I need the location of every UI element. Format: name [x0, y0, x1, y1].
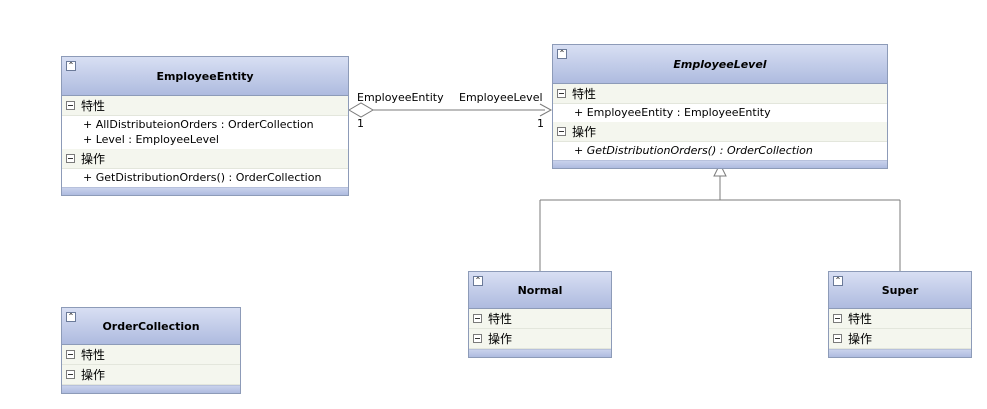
properties-label: 特性 — [81, 99, 106, 113]
class-header[interactable]: ⌃ Super — [829, 272, 971, 309]
association-target-role: EmployeeLevel — [459, 91, 543, 104]
association-source-multiplicity: 1 — [357, 117, 364, 130]
property-item[interactable]: + Level : EmployeeLevel — [83, 133, 219, 146]
operations-section-header[interactable]: 操作 — [62, 149, 348, 169]
minus-box-icon[interactable] — [66, 370, 75, 379]
minus-box-icon[interactable] — [557, 127, 566, 136]
minus-box-icon[interactable] — [473, 334, 482, 343]
class-normal[interactable]: ⌃ Normal 特性 操作 — [468, 271, 612, 358]
operations-label: 操作 — [81, 152, 106, 166]
class-footer — [62, 385, 240, 393]
properties-label: 特性 — [488, 312, 513, 326]
double-chevron-up-icon[interactable]: ⌃ — [473, 276, 483, 286]
double-chevron-up-icon[interactable]: ⌃ — [557, 49, 567, 59]
class-header[interactable]: ⌃ OrderCollection — [62, 308, 240, 345]
operations-section-header[interactable]: 操作 — [62, 365, 240, 385]
class-footer — [553, 160, 887, 168]
minus-box-icon[interactable] — [66, 101, 75, 110]
operations-label: 操作 — [572, 125, 597, 139]
class-employee-level[interactable]: ⌃ EmployeeLevel 特性 + EmployeeEntity : Em… — [552, 44, 888, 169]
operations-list: + GetDistributionOrders() : OrderCollect… — [62, 169, 348, 187]
association-source-role: EmployeeEntity — [357, 91, 444, 104]
operations-list: + GetDistributionOrders() : OrderCollect… — [553, 142, 887, 160]
properties-section-header[interactable]: 特性 — [553, 84, 887, 104]
class-footer — [62, 187, 348, 195]
properties-label: 特性 — [572, 87, 597, 101]
properties-section-header[interactable]: 特性 — [62, 345, 240, 365]
aggregation-diamond-icon — [348, 102, 374, 118]
properties-label: 特性 — [848, 312, 873, 326]
class-super[interactable]: ⌃ Super 特性 操作 — [828, 271, 972, 358]
class-header[interactable]: ⌃ EmployeeLevel — [553, 45, 887, 84]
operations-label: 操作 — [81, 368, 106, 382]
properties-section-header[interactable]: 特性 — [469, 309, 611, 329]
class-title: EmployeeEntity — [156, 69, 254, 83]
class-title: Super — [881, 283, 919, 297]
operation-item[interactable]: + GetDistributionOrders() : OrderCollect… — [574, 144, 813, 157]
minus-box-icon[interactable] — [833, 334, 842, 343]
minus-box-icon[interactable] — [557, 89, 566, 98]
class-order-collection[interactable]: ⌃ OrderCollection 特性 操作 — [61, 307, 241, 394]
operations-section-header[interactable]: 操作 — [469, 329, 611, 349]
class-header[interactable]: ⌃ EmployeeEntity — [62, 57, 348, 96]
operations-label: 操作 — [848, 332, 873, 346]
class-footer — [829, 349, 971, 357]
double-chevron-up-icon[interactable]: ⌃ — [66, 61, 76, 71]
minus-box-icon[interactable] — [66, 350, 75, 359]
operations-label: 操作 — [488, 332, 513, 346]
operation-item[interactable]: + GetDistributionOrders() : OrderCollect… — [83, 171, 322, 184]
properties-label: 特性 — [81, 348, 106, 362]
properties-list: + AllDistributeionOrders : OrderCollecti… — [62, 116, 348, 149]
property-item[interactable]: + EmployeeEntity : EmployeeEntity — [574, 106, 771, 119]
class-employee-entity[interactable]: ⌃ EmployeeEntity 特性 + AllDistributeionOr… — [61, 56, 349, 196]
navigation-arrow-icon — [539, 103, 553, 117]
double-chevron-up-icon[interactable]: ⌃ — [66, 312, 76, 322]
properties-section-header[interactable]: 特性 — [62, 96, 348, 116]
double-chevron-up-icon[interactable]: ⌃ — [833, 276, 843, 286]
class-title: Normal — [517, 283, 563, 297]
minus-box-icon[interactable] — [833, 314, 842, 323]
property-item[interactable]: + AllDistributeionOrders : OrderCollecti… — [83, 118, 314, 131]
minus-box-icon[interactable] — [473, 314, 482, 323]
operations-section-header[interactable]: 操作 — [829, 329, 971, 349]
class-title: EmployeeLevel — [673, 57, 767, 71]
properties-section-header[interactable]: 特性 — [829, 309, 971, 329]
association-target-multiplicity: 1 — [537, 117, 544, 130]
properties-list: + EmployeeEntity : EmployeeEntity — [553, 104, 887, 122]
class-footer — [469, 349, 611, 357]
operations-section-header[interactable]: 操作 — [553, 122, 887, 142]
class-header[interactable]: ⌃ Normal — [469, 272, 611, 309]
minus-box-icon[interactable] — [66, 154, 75, 163]
class-title: OrderCollection — [102, 319, 200, 333]
